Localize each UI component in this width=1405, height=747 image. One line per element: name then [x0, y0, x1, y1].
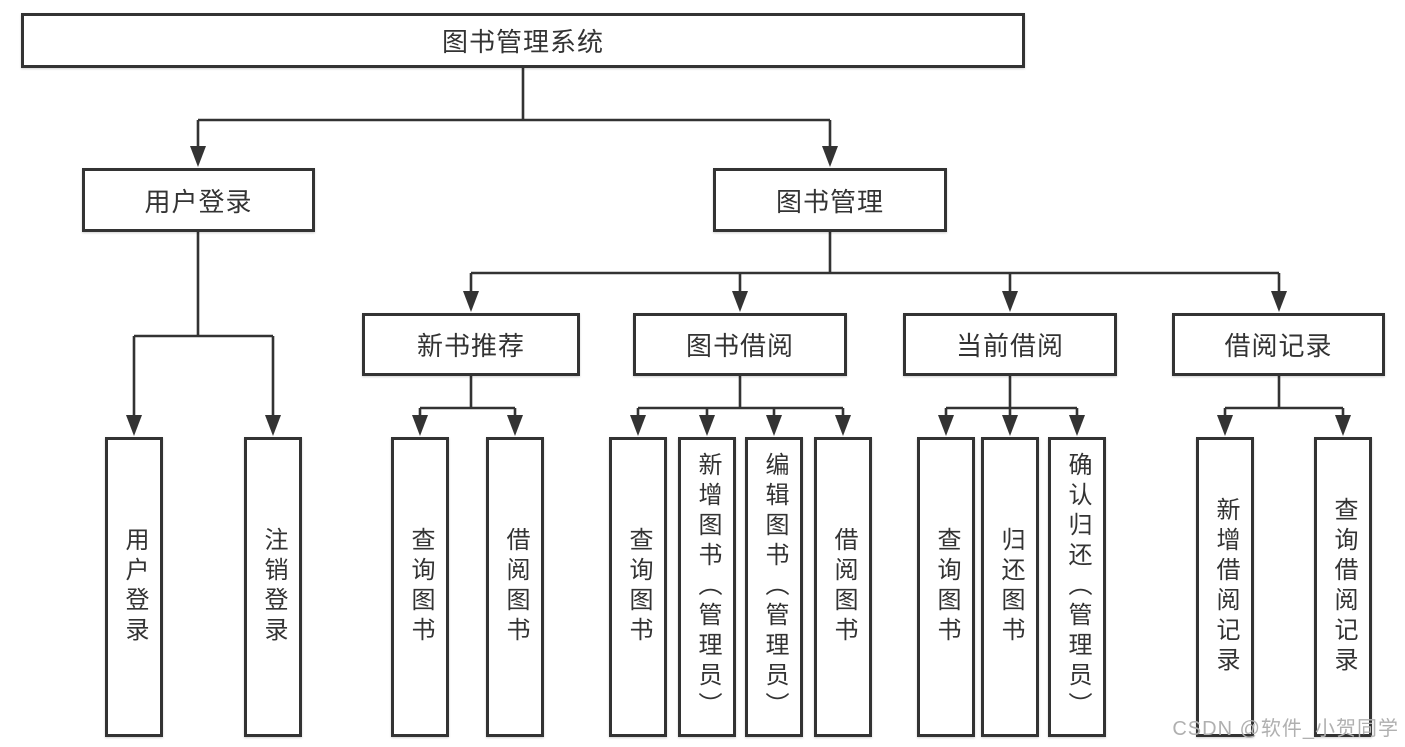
arrowhead: [1335, 415, 1351, 436]
arrowhead: [766, 415, 782, 436]
node-new-book-recommend-label: 新书推荐: [416, 331, 525, 361]
leaf-newrec-query-books: 查询图书: [391, 437, 449, 737]
arrowhead: [412, 415, 428, 436]
connector-user-login-to-leaves: [126, 232, 281, 436]
arrowhead: [630, 415, 646, 436]
leaf-current-return-books: 归还图书: [981, 437, 1039, 737]
arrowhead: [265, 415, 281, 436]
connector-borrow-records-to-leaves: [1217, 376, 1351, 436]
node-user-login-label: 用户登录: [144, 186, 253, 217]
arrowhead: [463, 291, 479, 312]
arrowhead: [1002, 291, 1018, 312]
leaf-borrow-borrow-books-label: 借阅图书: [830, 527, 857, 647]
node-book-management-label: 图书管理: [775, 186, 884, 217]
leaf-current-return-books-label: 归还图书: [997, 527, 1024, 647]
leaf-borrow-query-books-label: 查询图书: [625, 527, 652, 647]
leaf-current-confirm-return-admin-label: 确认归还（管理员）: [1064, 452, 1091, 722]
arrowhead: [835, 415, 851, 436]
arrowhead: [938, 415, 954, 436]
arrowhead: [190, 146, 206, 167]
leaf-borrow-add-books-admin: 新增图书（管理员）: [678, 437, 736, 737]
leaf-current-confirm-return-admin: 确认归还（管理员）: [1048, 437, 1106, 737]
leaf-records-query-record: 查询借阅记录: [1314, 437, 1372, 737]
leaf-logout: 注销登录: [244, 437, 302, 737]
leaf-borrow-borrow-books: 借阅图书: [814, 437, 872, 737]
node-new-book-recommend: 新书推荐: [362, 313, 580, 376]
connector-current-borrow-to-leaves: [938, 376, 1085, 436]
arrowhead: [126, 415, 142, 436]
node-root-system: 图书管理系统: [21, 13, 1025, 68]
leaf-borrow-edit-books-admin: 编辑图书（管理员）: [745, 437, 803, 737]
leaf-records-add-record: 新增借阅记录: [1196, 437, 1254, 737]
arrowhead: [507, 415, 523, 436]
leaf-records-query-record-label: 查询借阅记录: [1330, 497, 1357, 677]
connector-book-mgmt-to-level3: [463, 232, 1287, 312]
leaf-newrec-borrow-books: 借阅图书: [486, 437, 544, 737]
arrowhead: [1271, 291, 1287, 312]
leaf-logout-label: 注销登录: [260, 527, 287, 647]
csdn-watermark: CSDN @软件_小贺同学: [1172, 718, 1399, 740]
node-book-management: 图书管理: [713, 168, 947, 232]
node-current-borrowing-label: 当前借阅: [955, 331, 1064, 361]
leaf-user-login-label: 用户登录: [121, 527, 148, 647]
arrowhead: [1217, 415, 1233, 436]
leaf-borrow-edit-books-admin-label: 编辑图书（管理员）: [761, 452, 788, 722]
leaf-newrec-query-books-label: 查询图书: [407, 527, 434, 647]
leaf-newrec-borrow-books-label: 借阅图书: [502, 527, 529, 647]
arrowhead: [1002, 415, 1018, 436]
node-user-login: 用户登录: [82, 168, 315, 232]
connector-root-to-level2: [190, 68, 838, 167]
leaf-current-query-books-label: 查询图书: [933, 527, 960, 647]
arrowhead: [822, 146, 838, 167]
leaf-borrow-add-books-admin-label: 新增图书（管理员）: [694, 452, 721, 722]
node-root-system-label: 图书管理系统: [441, 27, 604, 57]
connector-book-borrow-to-leaves: [630, 376, 851, 436]
leaf-current-query-books: 查询图书: [917, 437, 975, 737]
node-borrowing-records: 借阅记录: [1172, 313, 1385, 376]
node-book-borrowing: 图书借阅: [633, 313, 847, 376]
arrowhead: [1069, 415, 1085, 436]
node-borrowing-records-label: 借阅记录: [1224, 331, 1333, 361]
connector-new-book-rec-to-leaves: [412, 376, 523, 436]
leaf-records-add-record-label: 新增借阅记录: [1212, 497, 1239, 677]
arrowhead: [699, 415, 715, 436]
node-book-borrowing-label: 图书借阅: [685, 331, 794, 361]
leaf-user-login: 用户登录: [105, 437, 163, 737]
arrowhead: [732, 291, 748, 312]
leaf-borrow-query-books: 查询图书: [609, 437, 667, 737]
node-current-borrowing: 当前借阅: [903, 313, 1117, 376]
